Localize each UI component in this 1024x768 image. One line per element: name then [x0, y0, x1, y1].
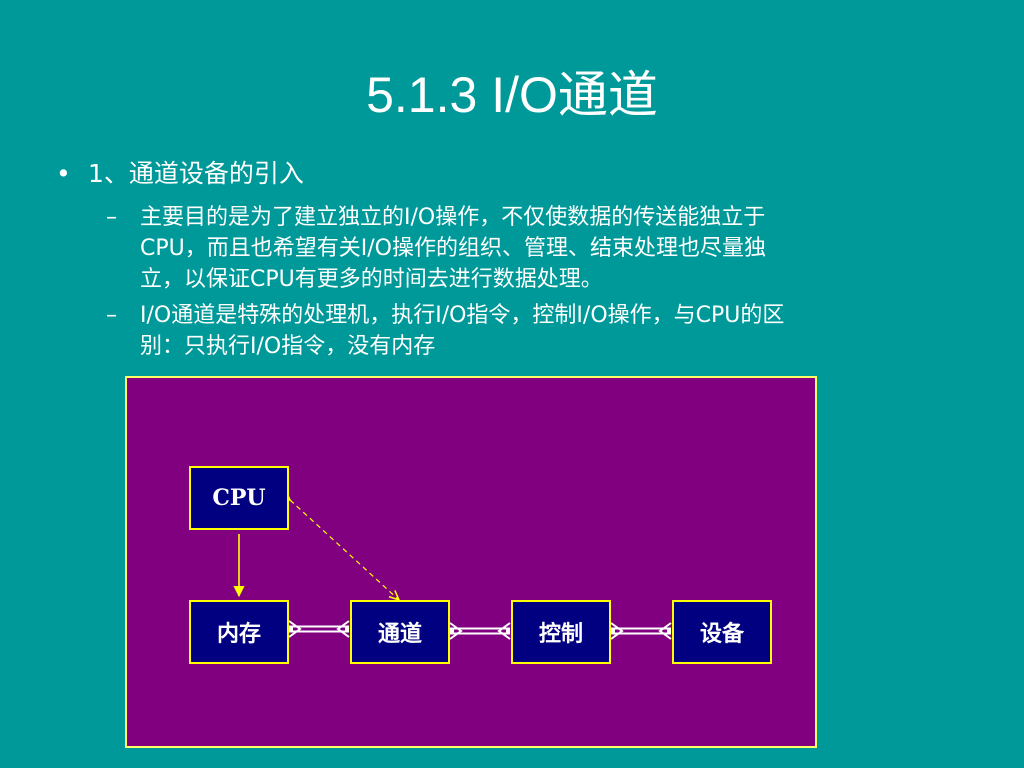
diagram-connectors: [233, 378, 672, 640]
sub-bullet-text: I/O通道是特殊的处理机，执行I/O指令，控制I/O操作，与CPU的区 别：只执…: [140, 300, 966, 362]
node-channel: 通道: [350, 600, 450, 664]
sub-bullet-definition: – I/O通道是特殊的处理机，执行I/O指令，控制I/O操作，与CPU的区 别：…: [106, 300, 966, 362]
diagram-panel: CPU 内存 通道 控制 设备: [125, 376, 817, 748]
text-line: 主要目的是为了建立独立的I/O操作，不仅使数据的传送能独立于: [140, 205, 766, 230]
bullet-level1: • 1、通道设备的引入: [56, 156, 304, 192]
node-device: 设备: [672, 600, 772, 664]
dash-marker: –: [106, 205, 117, 230]
bullet-level1-text: 1、通道设备的引入: [88, 159, 304, 188]
text-line: 立，以保证CPU有更多的时间去进行数据处理。: [140, 267, 603, 292]
double-arrow-memory-channel: [288, 620, 350, 638]
double-arrow-channel-control: [449, 622, 511, 640]
node-memory: 内存: [189, 600, 289, 664]
double-arrow-control-device: [610, 622, 672, 640]
bullet-dot: •: [56, 159, 71, 188]
dash-marker: –: [106, 303, 117, 328]
sub-bullet-purpose: – 主要目的是为了建立独立的I/O操作，不仅使数据的传送能独立于 CPU，而且也…: [106, 202, 966, 295]
slide-title: 5.1.3 I/O通道: [366, 67, 658, 123]
text-line: 别：只执行I/O指令，没有内存: [140, 334, 436, 359]
text-line: CPU，而且也希望有关I/O操作的组织、管理、结束处理也尽量独: [140, 236, 766, 261]
text-line: I/O通道是特殊的处理机，执行I/O指令，控制I/O操作，与CPU的区: [140, 303, 785, 328]
node-control: 控制: [511, 600, 611, 664]
dashed-arrow-cpu-channel: [290, 500, 399, 600]
sub-bullet-text: 主要目的是为了建立独立的I/O操作，不仅使数据的传送能独立于 CPU，而且也希望…: [140, 202, 966, 295]
node-cpu: CPU: [189, 466, 289, 530]
